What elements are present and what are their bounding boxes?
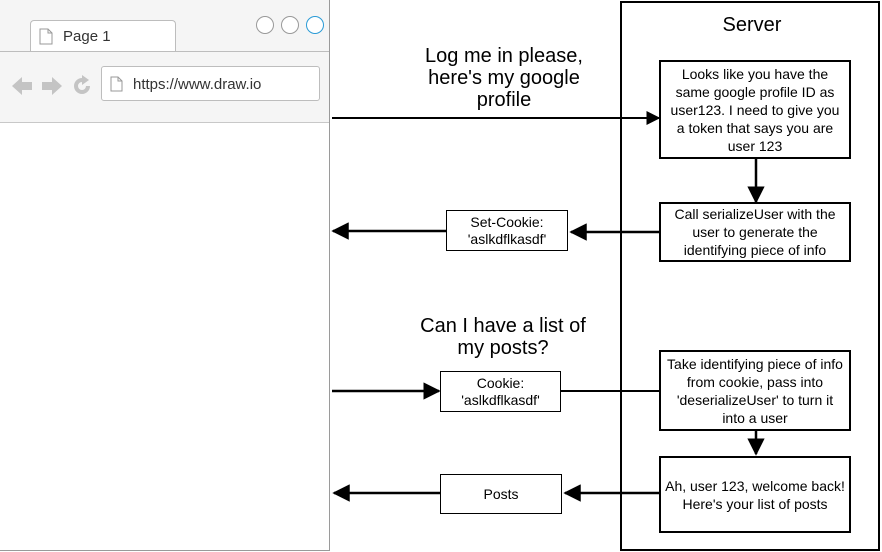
browser-chrome: Page 1 https://www.draw.io [0,0,329,123]
server-step-verify-profile: Looks like you have the same google prof… [659,60,851,159]
server-container: Server [620,1,880,551]
login-request-caption: Log me in please, here's my google profi… [425,45,583,111]
message-text: Cookie: 'aslkdflkasdf' [461,374,540,408]
set-cookie-box: Set-Cookie: 'aslkdflkasdf' [446,210,568,251]
url-text: https://www.draw.io [133,76,262,93]
cookie-box: Cookie: 'aslkdflkasdf' [440,371,561,412]
page-icon [39,28,53,45]
step-text: Take identifying piece of info from cook… [667,355,843,426]
message-text: Posts [483,485,519,502]
server-step-deserialize: Take identifying piece of info from cook… [659,350,851,431]
window-button-icon[interactable] [281,16,299,34]
address-bar[interactable]: https://www.draw.io [101,66,320,101]
step-text: Call serializeUser with the user to gene… [674,206,836,258]
browser-tab[interactable]: Page 1 [30,20,176,51]
forward-arrow-icon[interactable] [40,74,64,98]
page-icon [110,76,123,92]
tab-label: Page 1 [63,28,111,45]
posts-box: Posts [440,474,562,514]
step-text: Ah, user 123, welcome back! Here's your … [665,477,845,512]
step-text: Looks like you have the same google prof… [670,65,840,154]
message-text: Set-Cookie: 'aslkdflkasdf' [467,213,547,247]
tab-strip-divider [0,51,329,52]
posts-request-caption: Can I have a list of my posts? [420,315,586,359]
window-button-icon[interactable] [306,16,324,34]
refresh-icon[interactable] [70,74,94,98]
server-title: Server [722,14,782,36]
window-button-icon[interactable] [256,16,274,34]
server-step-serialize: Call serializeUser with the user to gene… [659,202,851,262]
server-step-welcome: Ah, user 123, welcome back! Here's your … [659,456,851,533]
browser-window: Page 1 https://www.draw.io [0,0,330,551]
back-arrow-icon[interactable] [10,74,34,98]
